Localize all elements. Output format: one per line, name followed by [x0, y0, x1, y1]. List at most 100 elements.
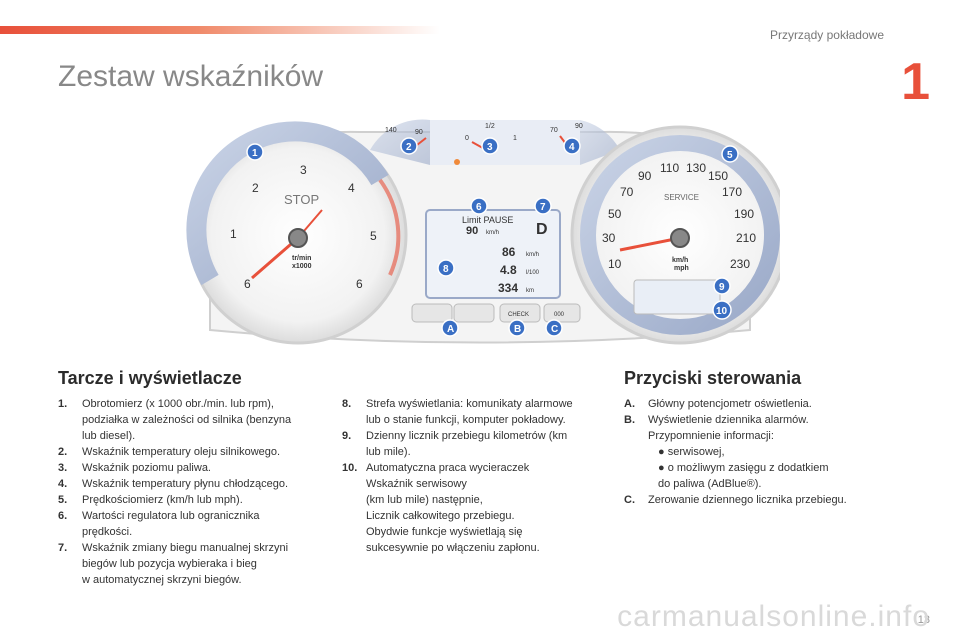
list-item-key: 6. — [58, 510, 68, 522]
list-item-subline: ● o możliwym zasięgu z dodatkiem — [658, 462, 829, 474]
list-item-line: w automatycznej skrzyni biegów. — [82, 574, 242, 586]
display-limit-value: 90 — [466, 225, 478, 237]
display-gear: D — [536, 221, 548, 238]
list-item-key: 8. — [342, 398, 352, 410]
chapter-number: 1 — [901, 53, 930, 111]
tacho-tick-6a: 6 — [244, 277, 251, 291]
list-item-subline: do paliwa (AdBlue®). — [658, 478, 762, 490]
list-item-line: sukcesywnie po włączeniu zapłonu. — [366, 542, 540, 554]
display-row3-value: 334 — [498, 281, 518, 295]
list-item: 1. Obrotomierz (x 1000 obr./min. lub rpm)… — [58, 396, 328, 444]
list-item-subline: ● serwisowej, — [658, 446, 725, 458]
callout-7: 7 — [540, 202, 546, 213]
temp-tick-1: 140 — [385, 127, 397, 134]
callout-4: 4 — [569, 142, 575, 153]
temp-tick-2: 90 — [415, 129, 423, 136]
speed-tick-150: 150 — [708, 169, 728, 183]
control-buttons: CHECK 000 — [411, 303, 581, 323]
odometer-display — [633, 279, 721, 315]
list-item: 4.Wskaźnik temperatury płynu chłodzącego… — [58, 476, 328, 492]
callout-B: B — [514, 324, 521, 335]
list-item-line: Wskaźnik serwisowy — [366, 478, 467, 490]
controls-heading: Przyciski sterowania — [624, 368, 802, 388]
page-number: 13 — [917, 614, 930, 626]
speed-tick-10: 10 — [608, 257, 622, 271]
list-item-key: 9. — [342, 430, 352, 442]
list-item-line: Prędkościomierz (km/h lub mph). — [82, 494, 243, 506]
tacho-tick-6b: 6 — [356, 277, 363, 291]
check-button-label: CHECK — [508, 312, 529, 318]
list-item: 6. Wartości regulatora lub ogranicznika pr… — [58, 508, 328, 540]
list-item-line: Obrotomierz (x 1000 obr./min. lub rpm), — [82, 398, 274, 410]
list-item-key: A. — [624, 398, 635, 410]
display-row1-value: 86 — [502, 245, 516, 259]
tacho-tick-4: 4 — [348, 181, 355, 195]
page-title: Zestaw wskaźników — [58, 60, 324, 93]
list-item-key: 5. — [58, 494, 68, 506]
speedometer: 10 30 50 70 90 110 130 150 170 190 210 2… — [570, 125, 780, 345]
instrument-panel-illustration: 140 90 0 1/2 1 70 90 1 2 3 4 5 6 6 STOP … — [186, 119, 780, 345]
list-item-line: Zerowanie dziennego licznika przebiegu. — [648, 494, 847, 506]
list-item-line: Dzienny licznik przebiegu kilometrów (km — [366, 430, 568, 442]
callout-10: 10 — [716, 306, 728, 317]
callout-A: A — [447, 324, 454, 335]
temp-tick-4: 90 — [575, 123, 583, 130]
list-item: 3.Wskaźnik poziomu paliwa. — [58, 460, 328, 476]
list-item-line: Wyświetlenie dziennika alarmów. — [648, 414, 809, 426]
dials-list-right: 8. Strefa wyświetlania: komunikaty alarmo… — [342, 396, 612, 556]
list-item: 8. Strefa wyświetlania: komunikaty alarmo… — [342, 396, 612, 428]
list-item: 2.Wskaźnik temperatury oleju silnikowego… — [58, 444, 328, 460]
list-item-line: Automatyczna praca wycieraczek — [366, 462, 530, 474]
speed-tick-170: 170 — [722, 185, 742, 199]
tachometer: 1 2 3 4 5 6 6 STOP tr/min x1000 — [186, 121, 408, 345]
tacho-tick-5: 5 — [370, 229, 377, 243]
speed-tick-50: 50 — [608, 207, 622, 221]
list-item-line: lub o stanie funkcji, komputer pokładowy… — [366, 414, 566, 426]
callout-1: 1 — [252, 148, 258, 159]
speed-tick-90: 90 — [638, 169, 652, 183]
tacho-tick-2: 2 — [252, 181, 259, 195]
temp-tick-3: 70 — [550, 127, 558, 134]
list-item: A. Główny potencjometr oświetlenia. — [624, 396, 924, 412]
list-item-key: 1. — [58, 398, 68, 410]
dials-heading: Tarcze i wyświetlacze — [58, 368, 242, 388]
list-item-line: Obydwie funkcje wyświetlają się — [366, 526, 523, 538]
list-item-key: 4. — [58, 478, 68, 490]
tacho-unit-1: tr/min — [292, 255, 311, 262]
list-item: 7.Wskaźnik zmiany biegu manualnej skrzyn… — [58, 540, 328, 588]
display-row3-unit: km — [526, 288, 534, 294]
fuel-tick-full: 1 — [513, 135, 517, 142]
speed-tick-230: 230 — [730, 257, 750, 271]
list-item-line: Strefa wyświetlania: komunikaty alarmowe — [366, 398, 573, 410]
list-item: C.Zerowanie dziennego licznika przebiegu… — [624, 492, 924, 508]
list-item-line: podziałka w zależności od silnika (benzy… — [82, 414, 292, 426]
speed-unit-1: km/h — [672, 257, 688, 264]
display-limit: Limit PAUSE — [462, 215, 513, 225]
tacho-tick-3: 3 — [300, 163, 307, 177]
callout-6: 6 — [476, 202, 482, 213]
fuel-warning-light — [454, 159, 460, 165]
fuel-tick-0: 0 — [465, 135, 469, 142]
list-item-key: B. — [624, 414, 635, 426]
list-item-line: prędkości. — [82, 526, 133, 538]
list-item-line: biegów lub pozycja wybieraka i bieg — [82, 558, 257, 570]
display-row2-value: 4.8 — [500, 263, 517, 277]
controls-list: A. Główny potencjometr oświetlenia. B. Wyśw… — [624, 396, 924, 508]
tacho-tick-1: 1 — [230, 227, 237, 241]
speed-tick-130: 130 — [686, 161, 706, 175]
list-item-line: Licznik całkowitego przebiegu. — [366, 510, 515, 522]
list-item-line: Wartości regulatora lub ogranicznika — [82, 510, 260, 522]
speed-tick-110: 110 — [660, 161, 679, 175]
list-item-line: (km lub mile) następnie, — [366, 494, 483, 506]
list-item-key: 7. — [58, 542, 68, 554]
speed-tick-210: 210 — [736, 231, 756, 245]
list-item-line: Główny potencjometr oświetlenia. — [648, 398, 812, 410]
odo-button-label: 000 — [554, 312, 565, 318]
list-item: 5. Prędkościomierz (km/h lub mph). — [58, 492, 328, 508]
section-label: Przyrządy pokładowe — [769, 28, 884, 42]
speed-tick-70: 70 — [620, 185, 634, 199]
list-item-key: 3. — [58, 462, 68, 474]
speed-tick-30: 30 — [602, 231, 616, 245]
speed-tick-190: 190 — [734, 207, 754, 221]
